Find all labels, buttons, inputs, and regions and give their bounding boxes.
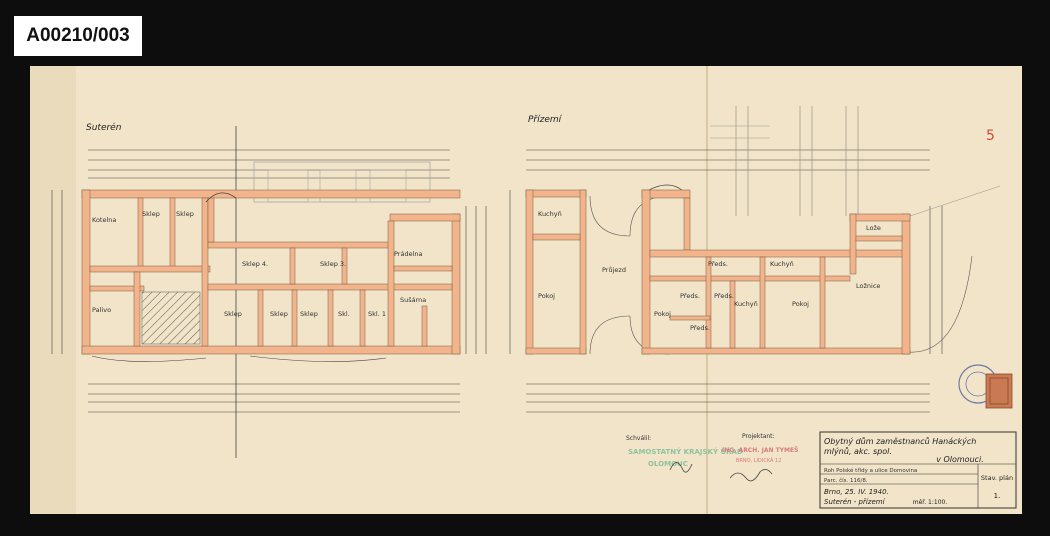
basement-room-labels: Kotelna Sklep Sklep Prádelna Sklep 4. Sk… (92, 210, 426, 318)
room-label: Kuchyň (770, 260, 794, 268)
room-label: Kuchyň (538, 210, 562, 218)
room-label: Pokoj (792, 300, 809, 308)
title-location: v Olomouci. (936, 455, 984, 464)
room-label: Skl. (338, 310, 350, 318)
title-line-2: mlýnů, akc. spol. (824, 446, 892, 456)
sheet-number-mark: 5 (986, 128, 995, 144)
fuel-storage-hatch (141, 291, 201, 345)
room-label: Ložnice (856, 282, 880, 290)
room-label: Kotelna (92, 216, 116, 224)
room-label: Předs. (708, 260, 728, 268)
approved-label: Schválil: (626, 435, 651, 442)
room-label: Sušárna (400, 296, 426, 304)
approved-stamp-name: SAMOSTATNÝ KRAJSKÝ ÚŘAD (628, 447, 743, 456)
plan-number: 1. (994, 492, 1001, 500)
room-label: Sklep 3. (320, 260, 346, 268)
signature-mark (669, 462, 693, 473)
ground-floor-walls (525, 189, 911, 355)
ground-room-labels: Kuchyň Průjezd Pokoj Předs. Kuchyň Lože … (538, 210, 881, 332)
room-label: Sklep 4. (242, 260, 268, 268)
room-label: Pokoj (538, 292, 555, 300)
ground-floor-title: Přízemí (528, 115, 563, 125)
archive-label: A00210/003 (14, 16, 142, 56)
plan-date: Brno, 25. IV. 1940. (824, 488, 889, 496)
designer-address: BRNO, LIDICKÁ 12 (736, 457, 781, 464)
approved-stamp-city: OLOMOUC (648, 460, 688, 468)
revenue-stamp-icon (985, 373, 1013, 409)
room-label: Předs. (680, 292, 700, 300)
plan-type: Stav. plán (981, 474, 1013, 482)
basement-title: Suterén (86, 122, 122, 133)
room-label: Předs. (714, 292, 734, 300)
plan-floors: Suterén - přízemí (824, 498, 886, 506)
basement-walls (81, 189, 461, 355)
designer-label: Projektant: (742, 433, 775, 440)
designer-name: ING. ARCH. JAN TYMEŠ (722, 447, 798, 454)
room-label: Lože (866, 224, 881, 232)
basement-stair (205, 192, 237, 203)
room-label: Sklep (270, 310, 288, 318)
title-block: Obytný dům zaměstnanců Hanáckých mlýnů, … (819, 431, 1017, 509)
room-label: Pokoj (654, 310, 671, 318)
room-label: Sklep (176, 210, 194, 218)
room-label: Sklep (300, 310, 318, 318)
basement-plan (51, 126, 487, 458)
floor-plan-drawing: Kotelna Sklep Sklep Prádelna Sklep 4. Sk… (51, 106, 1017, 509)
room-label: Skl. 1 (368, 310, 386, 318)
corner-note: Roh Polské třídy a ulice Domovina (824, 467, 917, 474)
title-line-1: Obytný dům zaměstnanců Hanáckých (824, 436, 976, 446)
room-label: Předs. (690, 324, 710, 332)
sheet-margin (30, 66, 76, 514)
room-label: Prádelna (394, 250, 423, 258)
designer-stamp: Projektant: ING. ARCH. JAN TYMEŠ BRNO, L… (722, 433, 798, 482)
room-label: Kuchyň (734, 300, 758, 308)
room-label: Sklep (142, 210, 160, 218)
blueprint-sheet: Kotelna Sklep Sklep Prádelna Sklep 4. Sk… (30, 66, 1022, 514)
room-label: Průjezd (602, 266, 626, 274)
signature-mark (729, 469, 773, 482)
room-label: Sklep (224, 310, 242, 318)
plan-scale: měř. 1:100. (913, 499, 948, 506)
parcel-number: Parc. čís. 116/8. (824, 477, 868, 484)
approval-stamp: Schválil: SAMOSTATNÝ KRAJSKÝ ÚŘAD OLOMOU… (626, 435, 743, 473)
room-label: Palivo (92, 306, 111, 314)
